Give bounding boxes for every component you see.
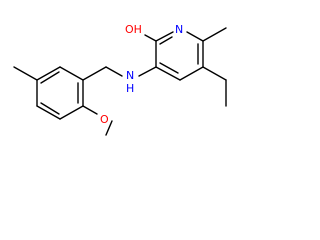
structure-svg: OH N N H O	[13, 23, 227, 136]
hydroxyl-label: OH	[125, 23, 142, 36]
bond-b4-b5-inner	[40, 102, 60, 115]
amine-h-label: H	[126, 82, 134, 95]
bond-c6-methyl	[202, 27, 227, 42]
methoxy-o-label: O	[100, 113, 109, 126]
bond-b1-b2	[59, 66, 84, 81]
bond-n1-c2	[155, 31, 174, 42]
bond-n1-c2-inner	[159, 36, 173, 45]
bond-c2-oh	[144, 34, 157, 42]
bond-c3-c4	[155, 66, 181, 81]
bond-b2-b3-inner	[40, 71, 60, 84]
bond-c3-nh	[138, 66, 157, 77]
bond-b5-b6	[59, 105, 84, 120]
bond-o-methyl	[105, 120, 113, 136]
bond-b3-methyl	[13, 66, 38, 81]
molecule-diagram: OH N N H O	[0, 0, 238, 153]
bond-nh-ch2	[105, 66, 123, 77]
ring-nitrogen-label: N	[175, 23, 183, 36]
bond-c6-n1	[186, 31, 204, 42]
bond-ch2-aryl	[82, 66, 107, 81]
bond-b2-b3	[36, 66, 61, 81]
amine-n-label: N	[126, 69, 134, 82]
bond-c5-ethyl1	[202, 66, 227, 81]
bond-c4-c5	[179, 66, 204, 81]
bond-c3-c4-inner	[159, 62, 179, 74]
bond-b4-b5	[36, 105, 61, 120]
bond-b6-o	[82, 105, 98, 115]
